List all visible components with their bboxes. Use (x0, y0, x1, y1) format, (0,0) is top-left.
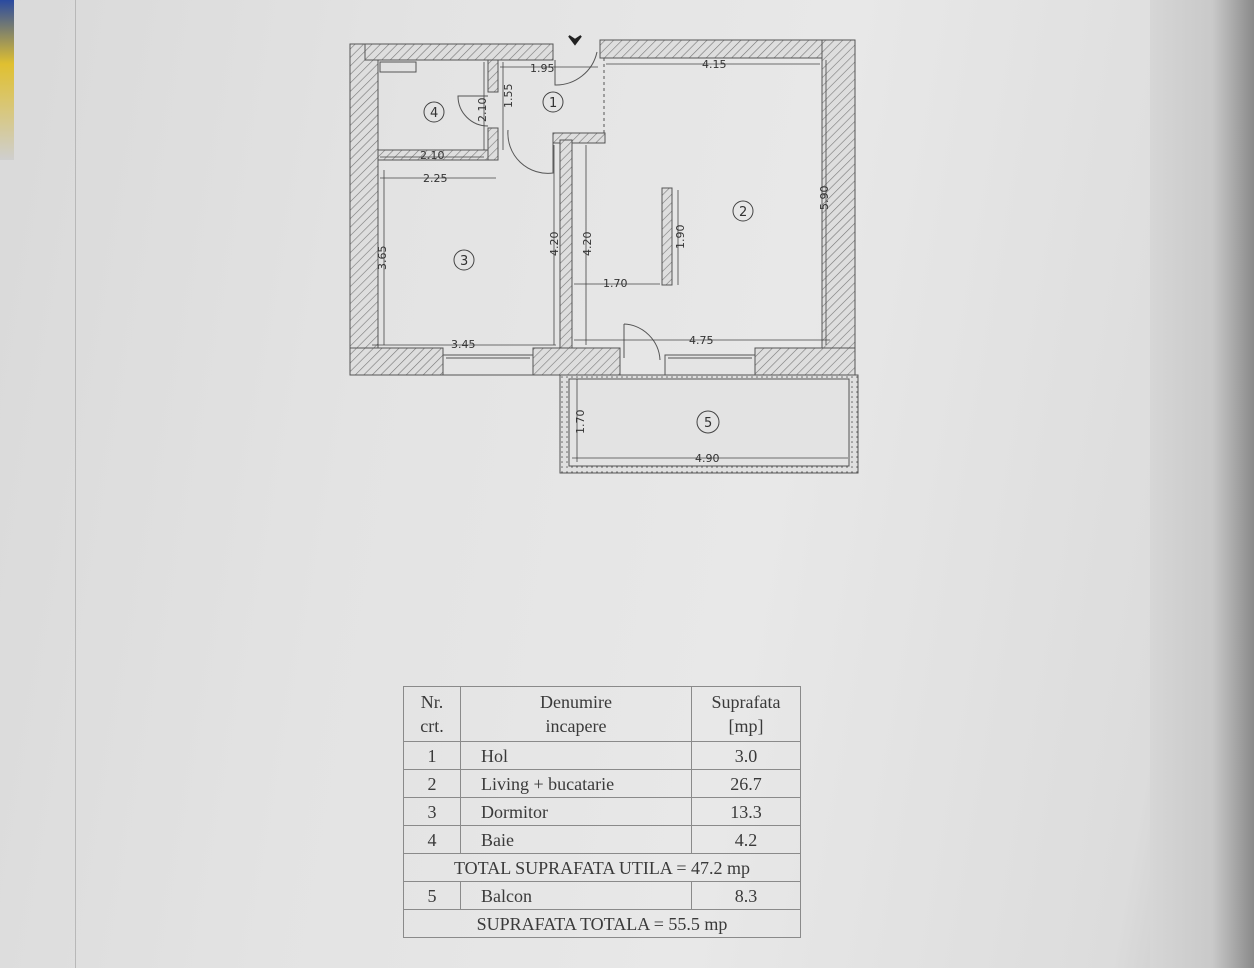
walls (349, 39, 856, 376)
cell-nr: 2 (403, 769, 461, 798)
cell-area: 3.0 (691, 741, 801, 770)
room-number-5: 5 (704, 416, 712, 431)
entry-arrow-icon (568, 35, 582, 46)
wall-freestanding (661, 187, 673, 286)
dim-living-left: 4.20 (581, 232, 594, 257)
total-usable-row: TOTAL SUPRAFATA UTILA = 47.2 mp (403, 853, 801, 882)
room-number-3: 3 (460, 254, 468, 269)
cell-name: Balcon (460, 881, 692, 910)
wall-bath-right-top (487, 59, 499, 93)
dimension-lines (372, 60, 848, 462)
header-area: Suprafata[mp] (691, 686, 801, 742)
wall-bottom-2 (532, 347, 621, 376)
wall-bottom-3 (754, 347, 856, 376)
dim-hall-depth: 1.55 (502, 84, 515, 109)
wall-partition (559, 139, 573, 349)
dim-hall-width: 1.95 (530, 62, 555, 75)
cell-area: 13.3 (691, 797, 801, 826)
background-object (0, 0, 14, 160)
dim-living-bottom: 4.75 (689, 334, 714, 347)
cell-area: 4.2 (691, 825, 801, 854)
cell-area: 26.7 (691, 769, 801, 798)
total-area: SUPRAFATA TOTALA = 55.5 mp (403, 909, 801, 938)
wall-right (821, 39, 856, 376)
doors (457, 51, 661, 361)
cell-nr: 4 (403, 825, 461, 854)
wall-hall-bottom (552, 132, 606, 144)
cell-nr: 5 (403, 881, 461, 910)
cell-name: Living + bucatarie (460, 769, 692, 798)
wall-bottom-1 (349, 347, 444, 376)
cell-name: Baie (460, 825, 692, 854)
dim-living-top: 4.15 (702, 58, 727, 71)
wall-left (349, 43, 379, 376)
room-markers (423, 91, 754, 434)
room-number-2: 2 (739, 205, 747, 220)
cell-nr: 3 (403, 797, 461, 826)
dim-partition-length: 1.90 (674, 225, 687, 250)
cell-name: Hol (460, 741, 692, 770)
header-nr: Nr.crt. (403, 686, 461, 742)
dimension-labels: 1.95 4.15 2.10 1.55 2.10 2.25 3.65 4.20 … (376, 58, 831, 465)
total-row: SUPRAFATA TOTALA = 55.5 mp (403, 909, 801, 938)
cell-name: Dormitor (460, 797, 692, 826)
wall-top-right (599, 39, 841, 59)
dim-partition-offset: 1.70 (603, 277, 628, 290)
room-number-1: 1 (549, 96, 557, 111)
cell-nr: 1 (403, 741, 461, 770)
cell-area: 8.3 (691, 881, 801, 910)
wall-bath-right-bottom (487, 127, 499, 161)
balcony-floor (568, 378, 850, 467)
dim-bath-door: 2.10 (476, 98, 489, 123)
dim-bedroom-top: 2.25 (423, 172, 448, 185)
dim-bedroom-right: 4.20 (548, 232, 561, 257)
windows (379, 61, 756, 376)
page-margin-line (75, 0, 76, 968)
dim-bedroom-bottom: 3.45 (451, 338, 476, 351)
wall-top-left (364, 43, 554, 61)
dim-balcony-width: 4.90 (695, 452, 720, 465)
paper-edge (1150, 0, 1254, 968)
dim-balcony-depth: 1.70 (574, 410, 587, 435)
dim-bath-width: 2.10 (420, 149, 445, 162)
dim-living-right: 5.90 (818, 186, 831, 211)
total-usable: TOTAL SUPRAFATA UTILA = 47.2 mp (403, 853, 801, 882)
dim-bedroom-left: 3.65 (376, 246, 389, 271)
room-number-4: 4 (430, 106, 438, 121)
